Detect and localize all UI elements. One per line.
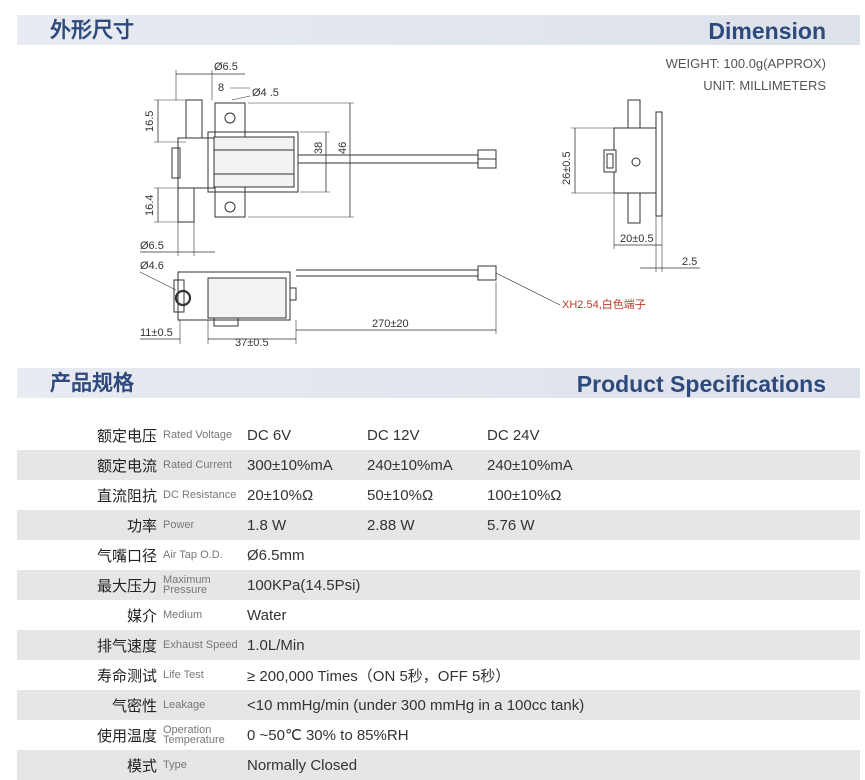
spec-value: 240±10%mA (487, 450, 860, 480)
specs-section-header: 产品规格 Product Specifications (17, 368, 860, 398)
spec-value: Normally Closed (247, 750, 860, 780)
spec-value: 2.88 W (367, 510, 487, 540)
spec-value: 5.76 W (487, 510, 860, 540)
spec-label: 使用温度 Operation Temperature (17, 720, 247, 750)
spec-label: 排气速度 Exhaust Speed (17, 630, 247, 660)
spec-label: 额定电压 Rated Voltage (17, 420, 247, 450)
spec-label-cn: 最大压力 (96, 576, 157, 595)
spec-label: 直流阻抗 DC Resistance (17, 480, 247, 510)
spec-label: 气密性 Leakage (17, 690, 247, 720)
label-w20: 20±0.5 (620, 233, 654, 245)
spec-label-en: Operation Temperature (163, 724, 225, 746)
label-w11: 11±0.5 (140, 327, 173, 339)
spec-row: 排气速度 Exhaust Speed 1.0L/Min (17, 630, 860, 660)
spec-label-cn: 使用温度 (96, 726, 157, 745)
spec-label-cn: 模式 (126, 756, 157, 775)
spec-row: 寿命测试 Life Test ≥ 200,000 Times（ON 5秒，OFF 5… (17, 660, 860, 690)
spec-value: 100±10%Ω (487, 486, 562, 504)
spec-label-en: Maximum Pressure (163, 574, 211, 596)
spec-value: <10 mmHg/min (under 300 mmHg in a 100cc … (247, 690, 860, 720)
spec-value: 100KPa(14.5Psi) (247, 570, 860, 600)
unit-note: UNIT: MILLIMETERS (703, 78, 826, 93)
spec-label: 媒介 Medium (17, 600, 247, 630)
dimension-title-cn: 外形尺寸 (50, 18, 134, 42)
label-d46: Ø4.6 (140, 260, 164, 272)
label-w270: 270±20 (372, 318, 409, 330)
spec-label-cn: 额定电流 (96, 456, 157, 475)
spec-value: Ø6.5mm (247, 546, 305, 564)
specs-title-cn: 产品规格 (50, 371, 134, 395)
spec-value: 1.8 W (247, 510, 367, 540)
spec-row: 额定电压 Rated Voltage DC 6V DC 12V DC 24V (17, 420, 860, 450)
spec-value: 1.0L/Min (247, 630, 860, 660)
label-d65-bottom: Ø6.5 (140, 240, 164, 252)
label-h164: 16.4 (144, 195, 156, 216)
spec-label-cn: 排气速度 (96, 636, 157, 655)
spec-value: Water (247, 606, 287, 624)
spec-value: DC 6V (247, 426, 292, 444)
spec-row: 模式 Type Normally Closed (17, 750, 860, 780)
label-w37: 37±0.5 (235, 337, 269, 349)
label-h38: 38 (313, 142, 325, 154)
spec-label-en: Leakage (163, 699, 206, 711)
spec-row: 直流阻抗 DC Resistance 20±10%Ω 50±10%Ω 100±10%Ω (17, 480, 860, 510)
spec-label-en: DC Resistance (163, 489, 237, 501)
label-connector: XH2.54,白色端子 (562, 297, 646, 311)
spec-label: 气嘴口径 Air Tap O.D. (17, 540, 247, 570)
spec-label: 额定电流 Rated Current (17, 450, 247, 480)
spec-label-en: Rated Voltage (163, 429, 233, 441)
spec-label: 最大压力 Maximum Pressure (17, 570, 247, 600)
spec-value: DC 24V (487, 426, 540, 444)
spec-row: 气密性 Leakage <10 mmHg/min (under 300 mmHg i… (17, 690, 860, 720)
label-d45: Ø4 .5 (252, 87, 279, 99)
label-d65-top: Ø6.5 (214, 61, 238, 73)
weight-note: WEIGHT: 100.0g(APPROX) (665, 56, 826, 71)
label-eight: 8 (218, 82, 224, 94)
label-h46: 46 (337, 142, 349, 154)
spec-value: 0 ~50℃ 30% to 85%RH (247, 727, 409, 744)
specs-title-en: Product Specifications (576, 371, 826, 397)
spec-label-en: Air Tap O.D. (163, 549, 223, 561)
dimension-section-header: 外形尺寸 Dimension (17, 15, 860, 45)
spec-label: 模式 Type (17, 750, 247, 780)
spec-label-cn: 媒介 (126, 606, 157, 625)
spec-label-en: Power (163, 519, 195, 531)
dimension-drawing: Ø6.5 8 Ø4 .5 16.5 38 46 16.4 Ø6.5 Ø4.6 1… (139, 61, 700, 349)
label-h165: 16.5 (144, 111, 156, 132)
spec-value: ≥ 200,000 Times（ON 5秒，OFF 5秒） (247, 667, 511, 685)
spec-label-en: Life Test (163, 669, 204, 681)
spec-row: 使用温度 Operation Temperature 0 ~50℃ 30% to 8… (17, 720, 860, 750)
spec-row: 气嘴口径 Air Tap O.D. Ø6.5mm (17, 540, 860, 570)
label-h26: 26±0.5 (561, 151, 573, 185)
spec-label-cn: 气密性 (111, 696, 157, 715)
spec-row: 最大压力 Maximum Pressure 100KPa(14.5Psi) (17, 570, 860, 600)
spec-value: DC 12V (367, 426, 420, 444)
dimension-title-en: Dimension (708, 18, 826, 44)
spec-label-en: Rated Current (163, 459, 233, 471)
spec-label-en: Type (163, 759, 187, 771)
spec-value: 300±10%mA (247, 450, 367, 480)
spec-label-en: Medium (163, 609, 203, 621)
spec-label-en: Exhaust Speed (163, 639, 238, 651)
spec-table: 额定电压 Rated Voltage DC 6V DC 12V DC 24V 额定电流 Ra… (17, 420, 860, 780)
spec-value: 50±10%Ω (367, 486, 434, 504)
spec-label-cn: 额定电压 (96, 426, 157, 445)
spec-label-cn: 功率 (126, 516, 157, 535)
spec-label: 功率 Power (17, 510, 247, 540)
spec-label-cn: 直流阻抗 (96, 486, 157, 505)
spec-label-cn: 气嘴口径 (96, 546, 157, 565)
spec-label: 寿命测试 Life Test (17, 660, 247, 690)
spec-row: 媒介 Medium Water (17, 600, 860, 630)
spec-value: 20±10%Ω (247, 486, 314, 504)
spec-label-cn: 寿命测试 (96, 666, 157, 685)
spec-value: 240±10%mA (367, 450, 487, 480)
label-t25: 2.5 (682, 256, 697, 268)
